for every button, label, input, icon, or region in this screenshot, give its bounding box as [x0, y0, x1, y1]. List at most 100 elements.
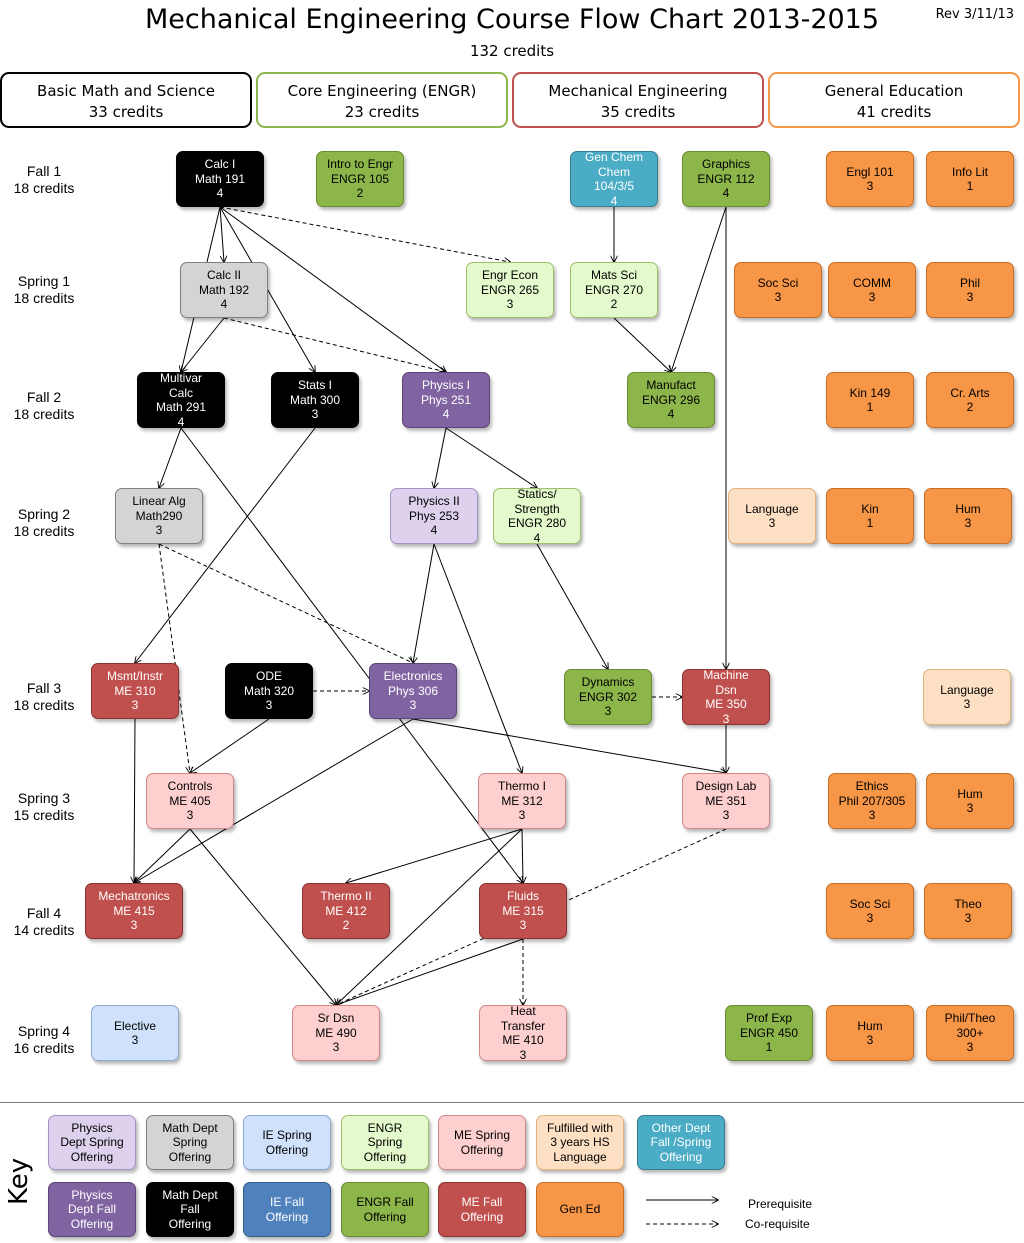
course-text: Language — [745, 501, 799, 516]
prerequisite-arrow-matsci-to-manuf — [613, 317, 671, 372]
course-text: 1 — [765, 1040, 773, 1055]
key-divider — [0, 1102, 1024, 1103]
course-text: Soc Sci — [849, 896, 891, 911]
term-name: Spring 1 — [17, 273, 71, 289]
course-text: Thermo II — [320, 889, 372, 904]
category-credits: 41 credits — [856, 103, 932, 121]
course-text: ME 410 — [502, 1033, 544, 1047]
course-text: ME 315 — [502, 903, 544, 918]
term-name: Fall 1 — [26, 163, 62, 179]
course-text: 4 — [442, 407, 450, 422]
course-text: 4 — [533, 530, 541, 545]
course-text: Heat — [510, 1004, 536, 1018]
course-text: 3 — [868, 290, 876, 304]
course-text: Transfer — [500, 1018, 546, 1033]
course-text: COMM — [853, 275, 891, 290]
course-text: 1 — [966, 179, 974, 193]
category-name: General Education — [824, 82, 964, 100]
term-label-spring-3: Spring 3 15 credits — [0, 790, 88, 824]
course-text: Design Lab — [695, 779, 757, 794]
term-credits: 18 credits — [13, 180, 75, 196]
course-text: Phil/Theo — [944, 1011, 996, 1026]
course-text: Controls — [167, 779, 213, 794]
course-text: 3 — [774, 290, 782, 304]
course-text: 3 — [131, 698, 139, 713]
prerequisite-arrow-controls-to-srdsn — [189, 828, 336, 1005]
course-text: 3 — [519, 1047, 527, 1062]
key-text: Fall — [180, 1202, 200, 1217]
course-text: 2 — [966, 400, 974, 414]
course-text: Gen Chem — [584, 150, 644, 164]
course-text: 3 — [963, 697, 971, 711]
key-text: Offering — [659, 1149, 703, 1164]
course-text: ENGR 280 — [507, 516, 567, 530]
course-text: Kin 149 — [849, 385, 891, 400]
course-text: 3 — [866, 1033, 874, 1047]
course-text: 3 — [518, 808, 526, 823]
course-text: 4 — [430, 523, 438, 538]
category-name: Core Engineering (ENGR) — [287, 82, 477, 100]
course-text: Engl 101 — [846, 164, 894, 179]
legend-arrows — [646, 1200, 718, 1224]
term-credits: 18 credits — [13, 406, 75, 422]
total-credits: 132 credits — [469, 42, 555, 60]
course-text: Theo — [954, 896, 982, 911]
term-label-fall-4: Fall 4 14 credits — [0, 905, 88, 939]
prerequisite-arrow-stats-to-msmt — [135, 427, 316, 663]
course-text: Cr. Arts — [950, 385, 990, 400]
course-text: Soc Sci — [757, 275, 799, 290]
key-text: 3 years HS — [550, 1135, 610, 1150]
category-credits: 23 credits — [344, 103, 420, 121]
key-text: Offering — [363, 1149, 407, 1164]
course-text: 3 — [311, 407, 319, 422]
key-text: Physics — [71, 1187, 113, 1202]
course-text: ENGR 112 — [697, 171, 755, 186]
course-text: Stats I — [297, 378, 332, 393]
course-text: Intro to Engr — [326, 157, 394, 172]
key-text: Fall /Spring — [650, 1135, 712, 1150]
key-text: ENGR Fall — [356, 1195, 414, 1209]
course-text: Mats Sci — [590, 268, 637, 283]
course-text: 3 — [131, 1033, 139, 1047]
key-text: ENGR — [367, 1120, 403, 1135]
key-text: Math Dept — [162, 1187, 218, 1202]
course-text: 1 — [866, 400, 874, 414]
revision-label: Rev 3/11/13 — [935, 7, 1014, 22]
key-text: Offering — [70, 1216, 114, 1231]
key-text: Offering — [460, 1142, 504, 1157]
term-label-spring-2: Spring 2 18 credits — [0, 506, 88, 540]
key-text: IE Fall — [269, 1195, 304, 1209]
course-text: 3 — [866, 179, 874, 193]
key-text: Offering — [70, 1149, 114, 1164]
term-credits: 15 credits — [13, 807, 75, 823]
course-text: Kin — [861, 501, 879, 516]
